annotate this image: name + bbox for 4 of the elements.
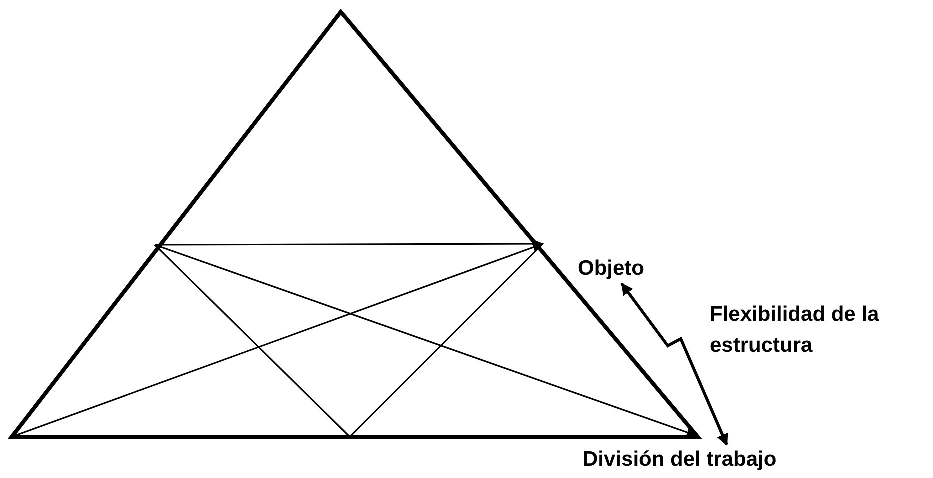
double-headed-arrow [620, 283, 728, 446]
text-label: Objeto [578, 256, 644, 282]
text-label: División del trabajo [583, 447, 777, 473]
edge-label: Flexibilidad de la estructura [710, 302, 880, 359]
